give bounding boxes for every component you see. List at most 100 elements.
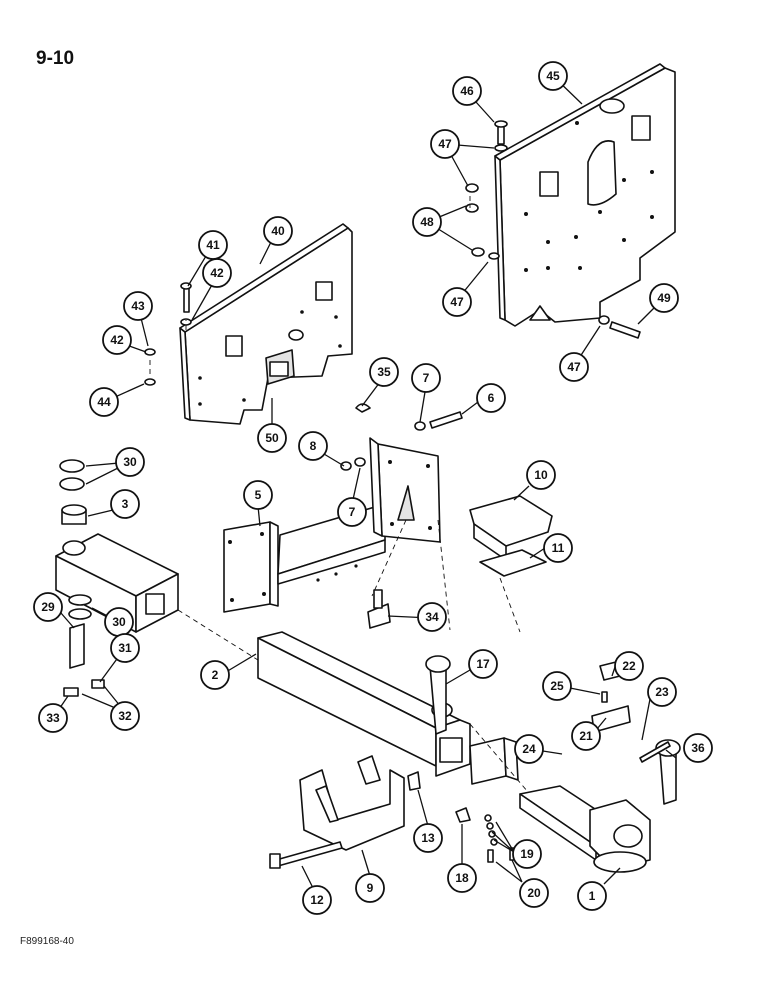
svg-text:34: 34 [425,610,439,624]
callout-19: 19 [512,839,542,869]
part-1-drawbar [519,785,651,873]
svg-text:5: 5 [255,488,262,502]
svg-text:7: 7 [349,505,356,519]
svg-text:43: 43 [131,299,145,313]
callout-9: 9 [355,873,385,903]
callout-34: 34 [417,602,447,632]
part-5-cross-frame [223,437,441,613]
callout-50: 50 [257,423,287,453]
part-45-rear-plate [494,63,676,327]
svg-text:50: 50 [265,431,279,445]
callout-24: 24 [514,734,544,764]
svg-text:48: 48 [420,215,434,229]
callout-11: 11 [543,533,573,563]
svg-text:22: 22 [622,659,636,673]
callout-43: 43 [123,291,153,321]
callout-23: 23 [647,677,677,707]
callout-33: 33 [38,703,68,733]
svg-text:49: 49 [657,291,671,305]
svg-text:41: 41 [206,238,220,252]
svg-text:36: 36 [691,741,705,755]
svg-text:18: 18 [455,871,469,885]
svg-text:12: 12 [310,893,324,907]
svg-text:47: 47 [567,360,581,374]
svg-text:6: 6 [488,391,495,405]
part-2-drawbar-tube [257,631,471,777]
callout-6: 6 [476,383,506,413]
callout-1: 1 [577,881,607,911]
svg-text:3: 3 [122,497,129,511]
svg-text:1: 1 [589,889,596,903]
svg-text:30: 30 [123,455,137,469]
callout-48: 48 [412,207,442,237]
svg-text:42: 42 [210,266,224,280]
callout-31: 31 [110,633,140,663]
callout-49: 49 [649,283,679,313]
svg-text:30: 30 [112,615,126,629]
callout-7b: 7 [337,497,367,527]
callout-29: 29 [33,592,63,622]
svg-text:11: 11 [552,541,565,555]
callout-45: 45 [538,61,568,91]
callout-20: 20 [519,878,549,908]
svg-text:46: 46 [460,84,474,98]
svg-text:13: 13 [421,831,435,845]
alignment-lines [149,196,529,793]
svg-text:17: 17 [476,657,490,671]
svg-text:32: 32 [118,709,132,723]
svg-text:8: 8 [310,439,317,453]
callout-30b: 30 [104,607,134,637]
callout-25: 25 [542,671,572,701]
svg-text:20: 20 [527,886,541,900]
svg-text:10: 10 [534,468,548,482]
svg-text:44: 44 [97,395,111,409]
callout-5: 5 [243,480,273,510]
svg-text:21: 21 [579,729,593,743]
svg-text:47: 47 [438,137,452,151]
callout-41: 41 [198,230,228,260]
callout-46: 46 [452,76,482,106]
callout-22: 22 [614,651,644,681]
svg-text:7: 7 [423,371,430,385]
callout-30: 30 [115,447,145,477]
callout-47c: 47 [559,352,589,382]
callout-18: 18 [447,863,477,893]
svg-text:31: 31 [118,641,132,655]
callout-3: 3 [110,489,140,519]
svg-text:47: 47 [450,295,464,309]
callout-44: 44 [89,387,119,417]
bolts-and-nuts [144,120,671,869]
part-pins-and-fittings [63,589,681,823]
callout-40: 40 [263,216,293,246]
callout-7: 7 [411,363,441,393]
callout-42b: 42 [102,325,132,355]
callout-2: 2 [200,660,230,690]
svg-text:33: 33 [46,711,60,725]
svg-text:25: 25 [550,679,564,693]
figure-code: F899168-40 [20,936,74,947]
callout-21: 21 [571,721,601,751]
part-10-cover [469,495,553,561]
callout-17: 17 [468,649,498,679]
callout-32: 32 [110,701,140,731]
callout-10: 10 [526,460,556,490]
callout-12: 12 [302,885,332,915]
part-40-side-plate [179,223,353,425]
svg-text:45: 45 [546,69,560,83]
callout-8: 8 [298,431,328,461]
callout-13: 13 [413,823,443,853]
callout-36: 36 [683,733,713,763]
svg-text:2: 2 [212,668,219,682]
page-number: 9-10 [36,48,75,69]
part-11-plate [479,549,547,577]
callout-47: 47 [430,129,460,159]
callout-42: 42 [202,258,232,288]
part-9-u-bracket [299,755,405,851]
svg-text:40: 40 [271,224,285,238]
svg-text:29: 29 [41,600,55,614]
callout-47b: 47 [442,287,472,317]
callout-35: 35 [369,357,399,387]
svg-text:19: 19 [520,847,534,861]
svg-text:23: 23 [655,685,669,699]
